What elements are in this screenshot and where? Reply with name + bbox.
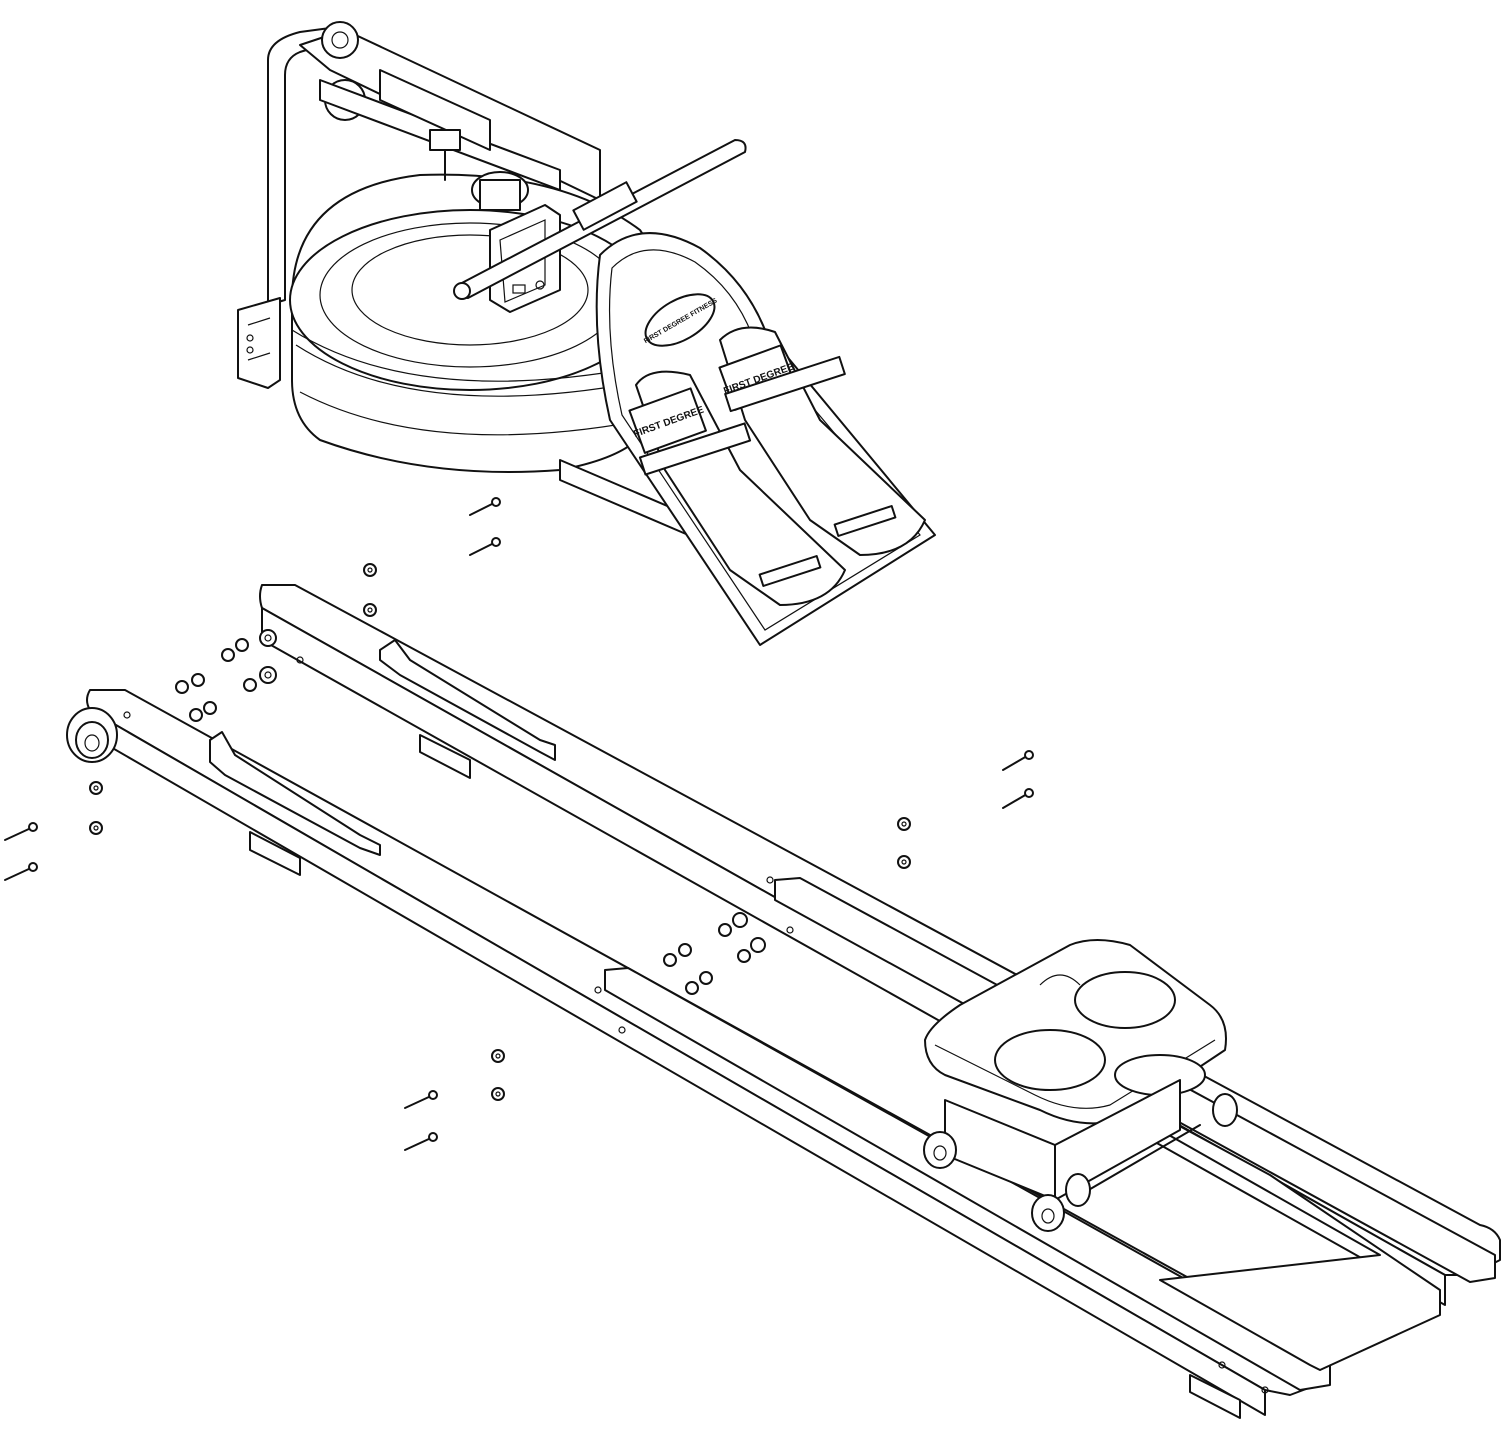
washer [491, 1049, 505, 1063]
bolt [404, 1090, 438, 1109]
rear-rail [259, 584, 1501, 1306]
footrest-left: FIRST DEGREE [628, 370, 846, 606]
cable-mechanism [319, 21, 561, 211]
washer [491, 1087, 505, 1101]
nut-cluster-rear [175, 629, 277, 722]
footplate: FIRST DEGREE FITNESS FIRST DEGREE FIRST … [595, 232, 936, 646]
washer [897, 817, 911, 831]
seat-rollers [923, 1093, 1238, 1232]
washer [363, 603, 377, 617]
footrest-right: FIRST DEGREE [718, 326, 926, 556]
washer [89, 821, 103, 835]
front-unit [237, 21, 747, 541]
nuts [175, 629, 766, 995]
handle-bar [453, 139, 747, 300]
rail-bed [1149, 1109, 1441, 1371]
bolt [1002, 788, 1034, 809]
bolt [4, 822, 38, 841]
rail-holes [123, 656, 1269, 1394]
washers [89, 563, 911, 1101]
bolts [4, 497, 1034, 1151]
bolt [1002, 750, 1034, 771]
bolt [4, 862, 38, 881]
pulley-wheel [66, 707, 118, 763]
bolt [469, 537, 501, 556]
nut-cluster-center [663, 912, 766, 995]
washer [89, 781, 103, 795]
washer [363, 563, 377, 577]
bolt [404, 1132, 438, 1151]
washer [897, 855, 911, 869]
seat [924, 939, 1227, 1201]
bolt [469, 497, 501, 516]
